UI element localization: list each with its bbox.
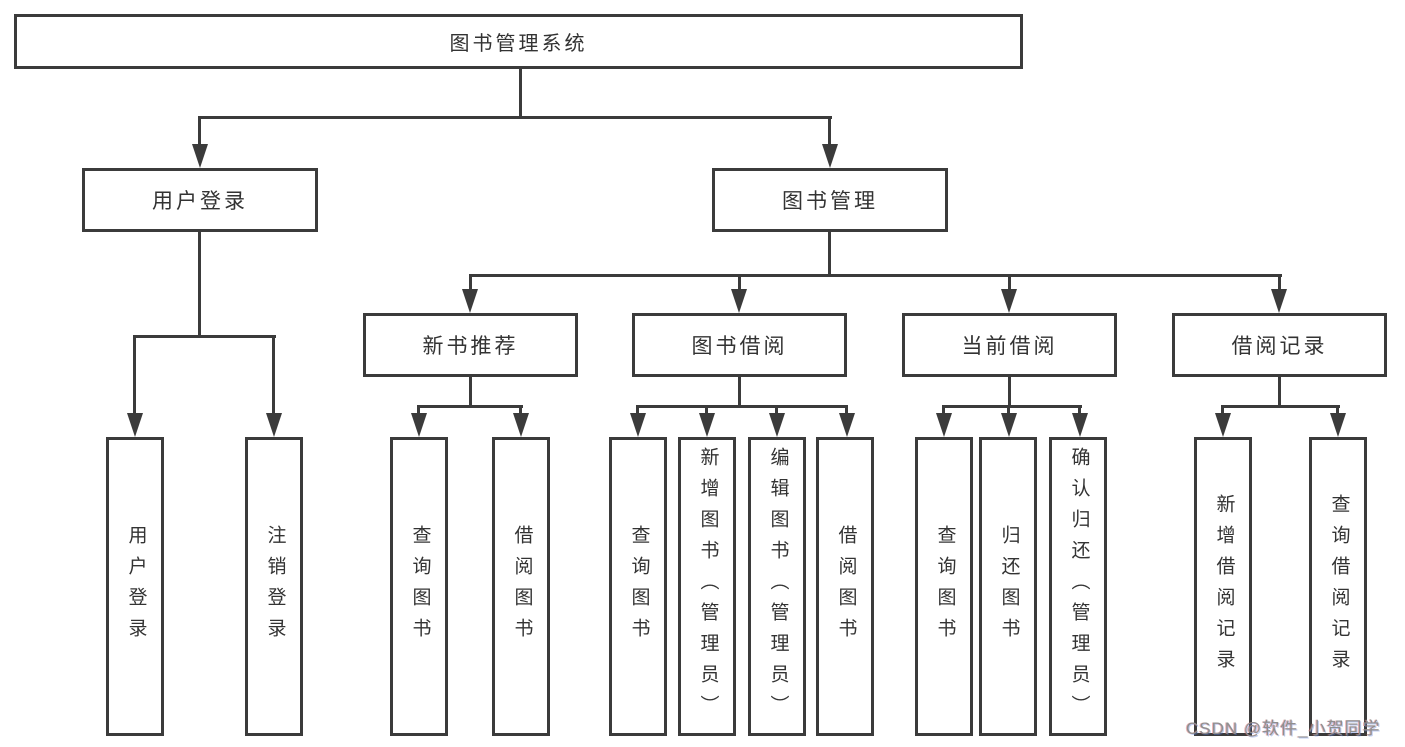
leaf-label: 借阅图书: [835, 524, 857, 649]
connector-vline: [469, 377, 472, 407]
arrow-shaft: [1278, 274, 1281, 292]
node-user-login: 用户登录: [82, 168, 318, 232]
connector-hline: [1221, 405, 1340, 408]
connector-hline: [417, 405, 523, 408]
connector-hline: [942, 405, 1082, 408]
arrow-down: [462, 289, 478, 313]
leaf-label: 查询借阅记录: [1328, 493, 1350, 680]
connector-vline: [198, 232, 201, 337]
leaf-return-books: 归还图书: [979, 437, 1037, 736]
node-new-book-recommend: 新书推荐: [363, 313, 578, 377]
leaf-label: 新增借阅记录: [1213, 493, 1235, 680]
arrow-shaft: [272, 335, 275, 416]
leaf-label: 注销登录: [264, 524, 286, 649]
arrow-down: [769, 413, 785, 437]
arrow-shaft: [828, 116, 831, 148]
arrow-shaft: [1008, 274, 1011, 292]
arrow-down: [699, 413, 715, 437]
node-label: 图书管理: [782, 190, 878, 213]
connector-vline: [828, 232, 831, 276]
leaf-logout: 注销登录: [245, 437, 303, 736]
connector-vline: [1278, 377, 1281, 407]
leaf-borrow-books: 借阅图书: [816, 437, 874, 736]
connector-vline: [1008, 377, 1011, 407]
leaf-edit-book-admin: 编辑图书（管理员）: [748, 437, 806, 736]
node-label: 图书管理系统: [449, 33, 588, 55]
leaf-query-borrow-record: 查询借阅记录: [1309, 437, 1367, 736]
arrow-shaft: [1078, 405, 1081, 417]
arrow-down: [1215, 413, 1231, 437]
node-borrow-records: 借阅记录: [1172, 313, 1387, 377]
arrow-down: [1271, 289, 1287, 313]
arrow-down: [266, 413, 282, 437]
leaf-add-borrow-record: 新增借阅记录: [1194, 437, 1252, 736]
leaf-label: 编辑图书（管理员）: [767, 447, 789, 726]
connector-vline: [738, 377, 741, 407]
leaf-label: 新增图书（管理员）: [697, 447, 719, 726]
arrow-shaft: [1007, 405, 1010, 417]
connector-hline: [469, 274, 1282, 277]
leaf-label: 确认归还（管理员）: [1068, 447, 1090, 726]
arrow-shaft: [738, 274, 741, 292]
arrow-down: [127, 413, 143, 437]
leaf-label: 查询图书: [628, 524, 650, 649]
arrow-down: [839, 413, 855, 437]
arrow-shaft: [519, 405, 522, 417]
leaf-label: 查询图书: [934, 524, 956, 649]
arrow-down: [1072, 413, 1088, 437]
node-label: 图书借阅: [691, 335, 788, 358]
connector-hline: [133, 335, 276, 338]
arrow-down: [936, 413, 952, 437]
leaf-label: 用户登录: [125, 524, 147, 649]
leaf-label: 归还图书: [998, 524, 1020, 649]
arrow-shaft: [198, 116, 201, 148]
node-label: 用户登录: [152, 190, 248, 213]
arrow-shaft: [417, 405, 420, 417]
arrow-shaft: [469, 274, 472, 292]
connector-vline: [519, 69, 522, 117]
arrow-shaft: [1336, 405, 1339, 417]
arrow-shaft: [942, 405, 945, 417]
connector-hline: [198, 116, 832, 119]
arrow-shaft: [1221, 405, 1224, 417]
leaf-label: 借阅图书: [511, 524, 533, 649]
csdn-watermark: CSDN @软件_小贺同学: [1186, 719, 1381, 738]
arrow-shaft: [636, 405, 639, 417]
arrow-down: [822, 144, 838, 168]
leaf-borrow-books-recommend: 借阅图书: [492, 437, 550, 736]
arrow-shaft: [705, 405, 708, 417]
node-label: 新书推荐: [422, 335, 519, 358]
arrow-down: [630, 413, 646, 437]
leaf-query-books-current: 查询图书: [915, 437, 973, 736]
arrow-shaft: [845, 405, 848, 417]
leaf-query-books-borrow: 查询图书: [609, 437, 667, 736]
arrow-down: [1001, 413, 1017, 437]
arrow-down: [411, 413, 427, 437]
leaf-add-book-admin: 新增图书（管理员）: [678, 437, 736, 736]
node-label: 当前借阅: [961, 335, 1058, 358]
arrow-down: [192, 144, 208, 168]
node-label: 借阅记录: [1231, 335, 1328, 358]
node-current-borrow: 当前借阅: [902, 313, 1117, 377]
node-root: 图书管理系统: [14, 14, 1023, 69]
arrow-shaft: [133, 335, 136, 416]
node-book-borrow: 图书借阅: [632, 313, 847, 377]
leaf-label: 查询图书: [409, 524, 431, 649]
leaf-query-books-recommend: 查询图书: [390, 437, 448, 736]
arrow-down: [513, 413, 529, 437]
leaf-user-login: 用户登录: [106, 437, 164, 736]
arrow-down: [1001, 289, 1017, 313]
arrow-down: [1330, 413, 1346, 437]
arrow-down: [731, 289, 747, 313]
arrow-shaft: [775, 405, 778, 417]
leaf-confirm-return-admin: 确认归还（管理员）: [1049, 437, 1107, 736]
node-book-management: 图书管理: [712, 168, 948, 232]
connector-hline: [636, 405, 848, 408]
